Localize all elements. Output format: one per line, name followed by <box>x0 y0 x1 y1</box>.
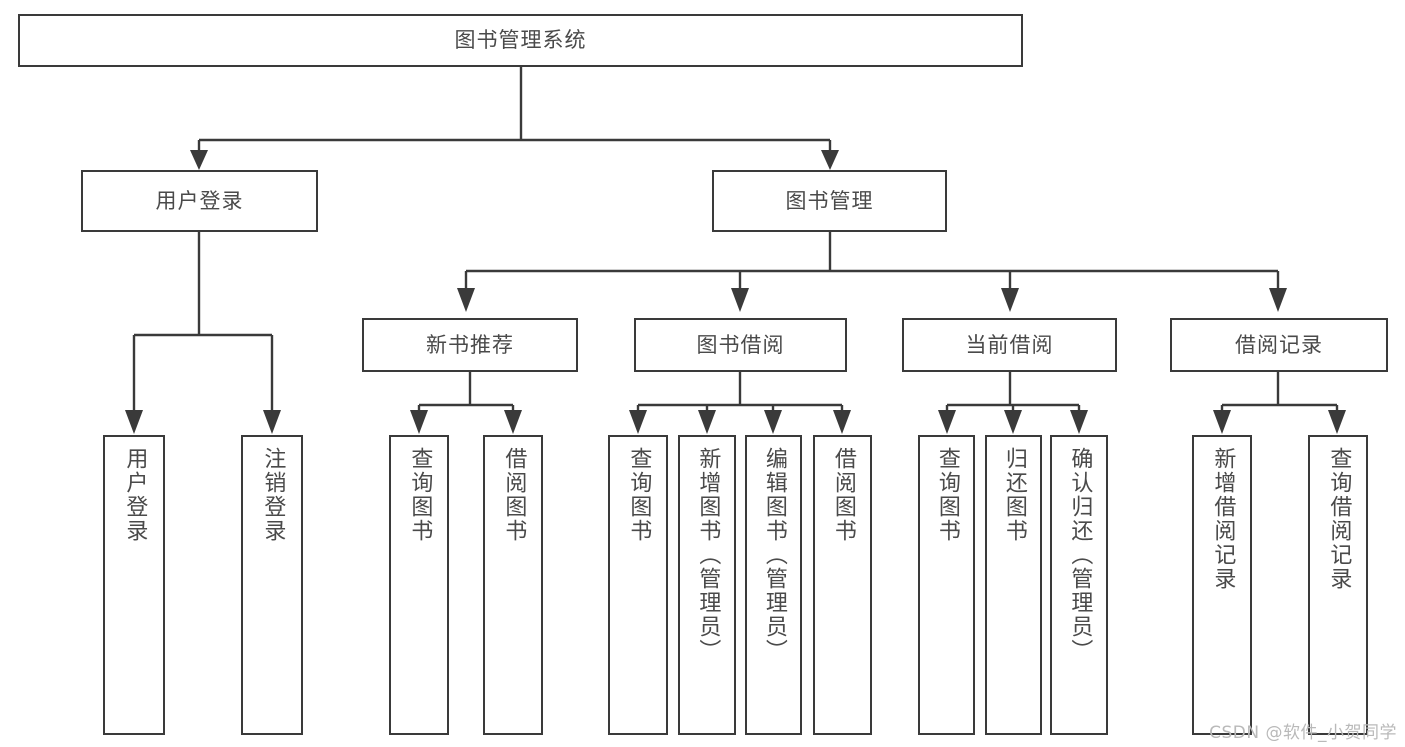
node-leaf-query-book-3[interactable]: 查询图书 <box>918 435 975 735</box>
arrowhead-book-borrow <box>731 288 749 312</box>
node-root[interactable]: 图书管理系统 <box>18 14 1023 67</box>
node-current-borrow-label: 当前借阅 <box>965 332 1054 357</box>
node-leaf-user-login-label: 用户登录 <box>122 447 148 543</box>
arrowhead-leaf-return-book <box>1004 410 1022 434</box>
node-leaf-edit-book-label: 编辑图书（管理员） <box>761 447 787 663</box>
arrowhead-leaf-edit-book <box>764 410 782 434</box>
node-book-management-label: 图书管理 <box>785 188 874 213</box>
arrowhead-user-login <box>190 150 208 170</box>
node-leaf-add-record-label: 新增借阅记录 <box>1210 447 1236 591</box>
arrowhead-leaf-add-record <box>1213 410 1231 434</box>
arrowhead-leaf-query-book-1 <box>410 410 428 434</box>
arrowhead-leaf-query-book-2 <box>629 410 647 434</box>
node-book-borrow-label: 图书借阅 <box>696 332 785 357</box>
arrowhead-leaf-add-book <box>698 410 716 434</box>
node-leaf-return-book[interactable]: 归还图书 <box>985 435 1042 735</box>
node-leaf-add-record[interactable]: 新增借阅记录 <box>1192 435 1252 735</box>
arrowhead-leaf-confirm-return <box>1070 410 1088 434</box>
node-book-management[interactable]: 图书管理 <box>712 170 947 232</box>
node-new-book-recommend-label: 新书推荐 <box>426 332 514 357</box>
arrowhead-leaf-borrow-book-2 <box>833 410 851 434</box>
node-leaf-query-book-2-label: 查询图书 <box>626 447 652 543</box>
arrowhead-new-book-recommend <box>457 288 475 312</box>
node-book-borrow[interactable]: 图书借阅 <box>634 318 847 372</box>
node-leaf-borrow-book-1-label: 借阅图书 <box>501 447 527 543</box>
node-leaf-edit-book[interactable]: 编辑图书（管理员） <box>745 435 802 735</box>
node-leaf-query-record[interactable]: 查询借阅记录 <box>1308 435 1368 735</box>
arrowhead-leaf-user-login <box>125 410 143 434</box>
node-leaf-query-book-2[interactable]: 查询图书 <box>608 435 668 735</box>
node-leaf-confirm-return[interactable]: 确认归还（管理员） <box>1050 435 1108 735</box>
node-leaf-add-book[interactable]: 新增图书（管理员） <box>678 435 736 735</box>
node-root-label: 图书管理系统 <box>454 28 587 53</box>
arrowhead-leaf-query-book-3 <box>938 410 956 434</box>
node-user-login[interactable]: 用户登录 <box>81 170 318 232</box>
arrowhead-leaf-borrow-book-1 <box>504 410 522 434</box>
watermark: CSDN @软件_小贺同学 <box>1209 723 1397 743</box>
arrowhead-book-management <box>821 150 839 170</box>
node-leaf-borrow-book-1[interactable]: 借阅图书 <box>483 435 543 735</box>
node-leaf-logout-login[interactable]: 注销登录 <box>241 435 303 735</box>
node-leaf-borrow-book-2-label: 借阅图书 <box>830 447 856 543</box>
node-leaf-query-book-1-label: 查询图书 <box>407 447 433 543</box>
node-leaf-query-book-3-label: 查询图书 <box>934 447 960 543</box>
node-leaf-user-login[interactable]: 用户登录 <box>103 435 165 735</box>
node-leaf-query-book-1[interactable]: 查询图书 <box>389 435 449 735</box>
arrowhead-leaf-logout-login <box>263 410 281 434</box>
node-leaf-query-record-label: 查询借阅记录 <box>1326 447 1352 591</box>
node-user-login-label: 用户登录 <box>155 188 244 213</box>
node-borrow-record-label: 借阅记录 <box>1235 332 1323 357</box>
node-leaf-confirm-return-label: 确认归还（管理员） <box>1067 447 1093 663</box>
arrowhead-leaf-query-record <box>1328 410 1346 434</box>
node-borrow-record[interactable]: 借阅记录 <box>1170 318 1388 372</box>
node-new-book-recommend[interactable]: 新书推荐 <box>362 318 578 372</box>
arrowhead-current-borrow <box>1001 288 1019 312</box>
node-current-borrow[interactable]: 当前借阅 <box>902 318 1117 372</box>
arrowhead-borrow-record <box>1269 288 1287 312</box>
node-leaf-add-book-label: 新增图书（管理员） <box>695 447 721 663</box>
node-leaf-return-book-label: 归还图书 <box>1001 447 1027 543</box>
node-leaf-borrow-book-2[interactable]: 借阅图书 <box>813 435 872 735</box>
node-leaf-logout-login-label: 注销登录 <box>260 447 286 543</box>
